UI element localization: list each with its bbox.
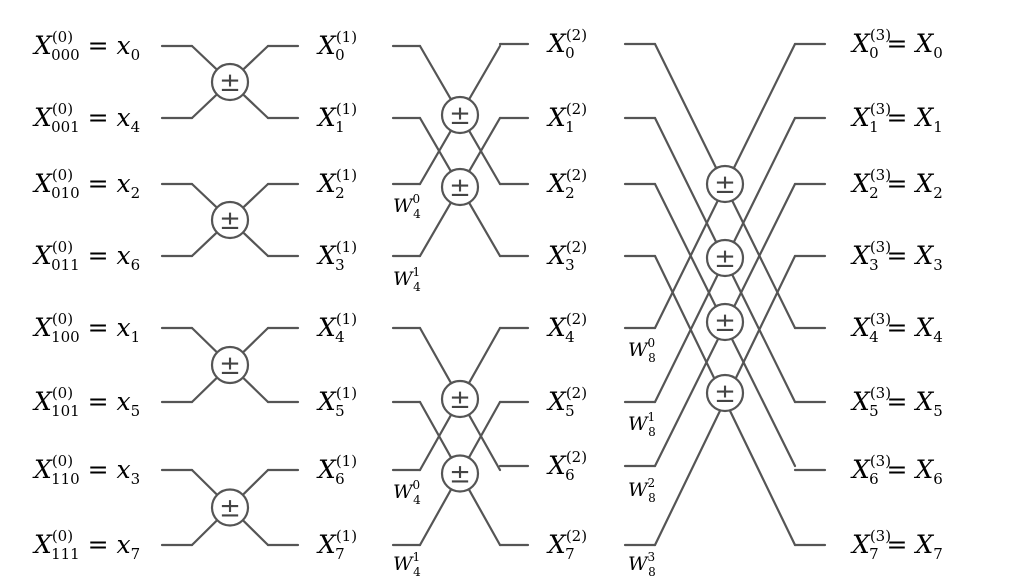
plus-minus-symbol: ±: [449, 173, 471, 203]
stage3-label: X(3)6 = X6: [850, 452, 943, 488]
plus-minus-symbol: ±: [219, 206, 241, 236]
stage1-label: X(1)6: [316, 452, 357, 488]
stage3-label: X(3)7 = X7: [850, 527, 943, 563]
stage0-label: X(0)011 = x6: [32, 238, 140, 274]
stage1-label: X(1)1: [316, 100, 357, 136]
stage2-label: X(2)3: [546, 238, 587, 274]
stage2-label: X(2)0: [546, 26, 587, 62]
stage3-label: X(3)3 = X3: [850, 238, 943, 274]
stage0-label: X(0)001 = x4: [32, 100, 140, 136]
stage2-label: X(2)2: [546, 166, 587, 202]
stage0-label: X(0)100 = x1: [32, 310, 140, 346]
stage1-label: X(1)2: [316, 166, 357, 202]
plus-minus-symbol: ±: [449, 460, 471, 490]
stage2-label: X(2)5: [546, 384, 587, 420]
stage3-label: X(3)5 = X5: [850, 384, 943, 420]
plus-minus-symbol: ±: [714, 244, 736, 274]
plus-minus-symbol: ±: [714, 170, 736, 200]
plus-minus-symbol: ±: [449, 385, 471, 415]
stage0-label: X(0)101 = x5: [32, 384, 140, 420]
stage3-label: X(3)2 = X2: [850, 166, 943, 202]
stage1-label: X(1)7: [316, 527, 357, 563]
butterfly-wires: [160, 42, 827, 547]
stage0-label: X(0)110 = x3: [32, 452, 140, 488]
stage1-butterfly-node: ±: [210, 488, 250, 527]
stage3-butterfly-node: ±: [705, 373, 745, 413]
stage3-label: X(3)0 = X0: [850, 26, 943, 62]
stage2-butterfly-node: ±: [440, 454, 480, 493]
stage1-label: X(1)3: [316, 238, 357, 274]
stage0-label: X(0)000 = x0: [32, 28, 140, 64]
stage3-butterfly-node: ±: [705, 302, 745, 342]
plus-minus-symbol: ±: [714, 308, 736, 338]
stage3-butterfly-node: ±: [705, 238, 745, 278]
stage3-butterfly-node: ±: [705, 164, 745, 204]
stage1-butterfly-node: ±: [210, 62, 250, 102]
stage1-label: X(1)4: [316, 310, 357, 346]
stage0-label: X(0)111 = x7: [32, 527, 140, 563]
plus-minus-symbol: ±: [219, 68, 241, 98]
plus-minus-symbol: ±: [219, 494, 241, 524]
stage0-label: X(0)010 = x2: [32, 166, 140, 202]
stage2-butterfly-node: ±: [440, 167, 480, 207]
plus-minus-symbol: ±: [449, 101, 471, 131]
plus-minus-symbol: ±: [714, 379, 736, 409]
stage2-butterfly-node: ±: [440, 95, 480, 135]
butterfly-nodes: ± ± ± ± ± ± ± ± ± ± ± ±: [210, 62, 745, 527]
stage3-label: X(3)4 = X4: [850, 310, 943, 346]
stage-labels: X(0)000 = x0 X(0)001 = x4 X(0)010 = x2 X(0)…: [32, 26, 943, 563]
plus-minus-symbol: ±: [219, 351, 241, 381]
stage1-butterfly-node: ±: [210, 200, 250, 240]
stage2-label: X(2)6: [546, 448, 587, 484]
stage2-label: X(2)4: [546, 310, 587, 346]
stage1-butterfly-node: ±: [210, 345, 250, 385]
stage1-label: X(1)5: [316, 384, 357, 420]
stage1-label: X(1)0: [316, 28, 357, 64]
stage2-label: X(2)1: [546, 100, 587, 136]
stage2-butterfly-node: ±: [440, 379, 480, 419]
stage3-label: X(3)1 = X1: [850, 100, 943, 136]
stage2-label: X(2)7: [546, 527, 587, 563]
